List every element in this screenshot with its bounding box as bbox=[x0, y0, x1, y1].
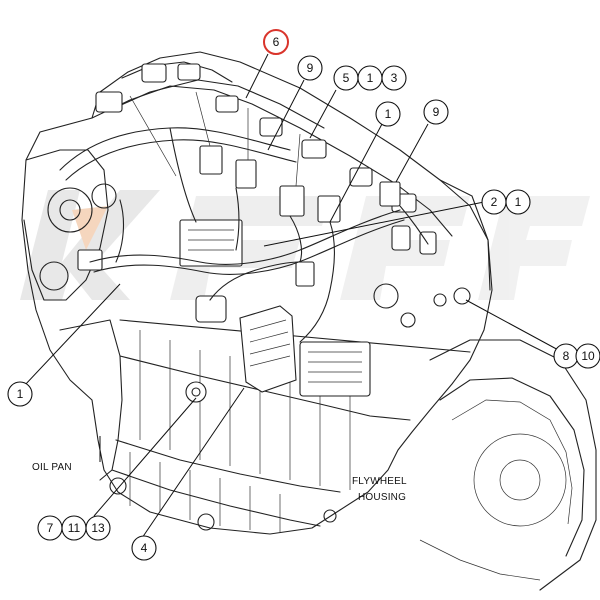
svg-text:11: 11 bbox=[68, 521, 81, 535]
callout-8: 8 bbox=[553, 343, 579, 369]
callout-1-upper: 1 bbox=[375, 101, 401, 127]
flywheel-housing-label-line2: HOUSING bbox=[358, 492, 406, 503]
svg-text:9: 9 bbox=[307, 61, 314, 75]
callout-13: 13 bbox=[85, 515, 111, 541]
svg-text:1: 1 bbox=[17, 387, 24, 401]
callout-2: 2 bbox=[481, 189, 507, 215]
callouts: 6 9 5 1 3 1 9 bbox=[7, 29, 600, 561]
svg-text:2: 2 bbox=[491, 195, 498, 209]
watermark-logo bbox=[20, 190, 590, 300]
oil-pan-label: OIL PAN bbox=[32, 462, 72, 473]
static-labels: OIL PAN FLYWHEEL HOUSING bbox=[32, 462, 407, 503]
svg-text:9: 9 bbox=[433, 105, 440, 119]
flywheel-housing-label-line1: FLYWHEEL bbox=[352, 476, 407, 487]
leader-lines bbox=[23, 53, 563, 539]
svg-text:8: 8 bbox=[563, 349, 570, 363]
svg-text:10: 10 bbox=[581, 349, 595, 363]
callout-9-top: 9 bbox=[297, 55, 323, 81]
callout-5: 5 bbox=[333, 65, 359, 91]
svg-text:1: 1 bbox=[515, 195, 522, 209]
svg-text:13: 13 bbox=[91, 521, 105, 535]
svg-text:6: 6 bbox=[273, 35, 280, 49]
callout-10: 10 bbox=[575, 343, 600, 369]
callout-1-group-513: 1 bbox=[357, 65, 383, 91]
svg-text:7: 7 bbox=[47, 521, 54, 535]
svg-text:1: 1 bbox=[367, 71, 374, 85]
callout-6: 6 bbox=[263, 29, 289, 55]
callout-1-left: 1 bbox=[7, 381, 33, 407]
callout-4: 4 bbox=[131, 535, 157, 561]
callout-11: 11 bbox=[61, 515, 87, 541]
callout-3: 3 bbox=[381, 65, 407, 91]
callout-9-right: 9 bbox=[423, 99, 449, 125]
svg-text:1: 1 bbox=[385, 107, 392, 121]
callout-7: 7 bbox=[37, 515, 63, 541]
callout-1-group-21: 1 bbox=[505, 189, 531, 215]
svg-text:5: 5 bbox=[343, 71, 350, 85]
svg-text:3: 3 bbox=[391, 71, 398, 85]
svg-text:4: 4 bbox=[141, 541, 148, 555]
engine-block bbox=[21, 51, 597, 591]
